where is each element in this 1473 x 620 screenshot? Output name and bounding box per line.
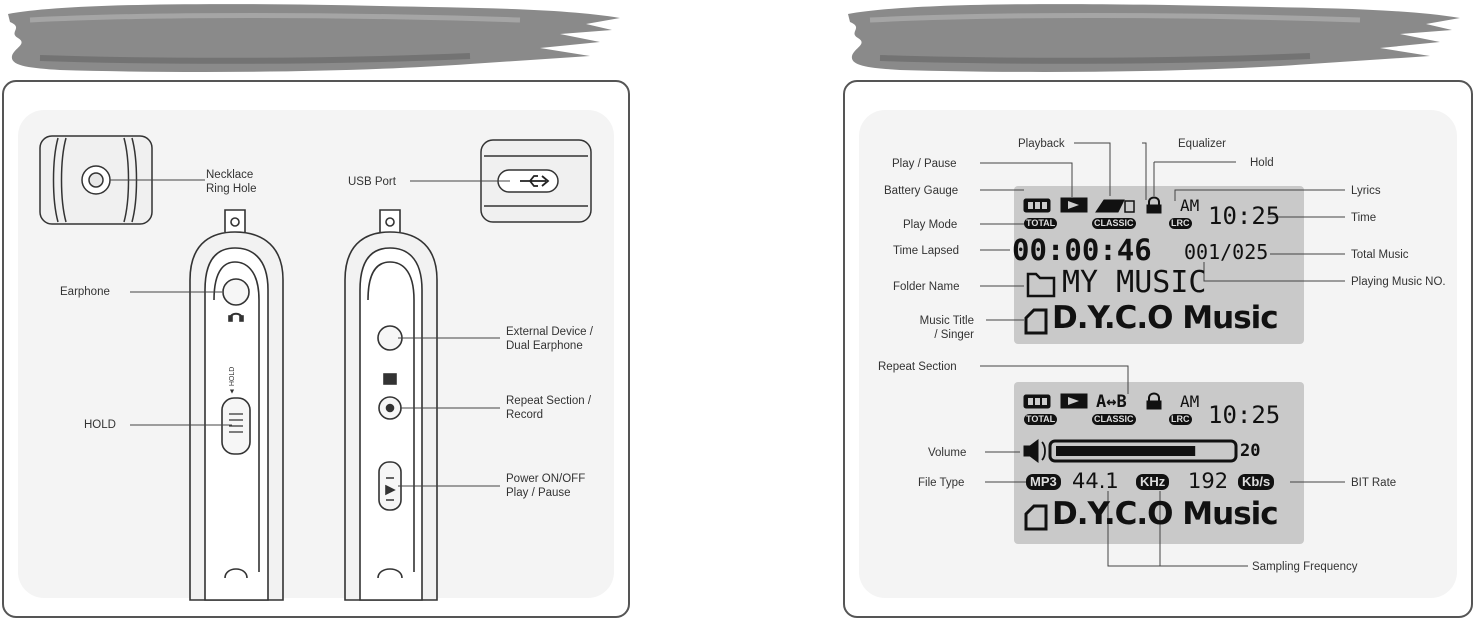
lcd1-classic-badge: CLASSIC	[1092, 218, 1136, 229]
label-folder-name: Folder Name	[893, 281, 960, 293]
header-brush-left	[8, 4, 620, 72]
label-hold-icon: Hold	[1250, 157, 1274, 169]
label-power-play: Power ON/OFF Play / Pause	[506, 473, 586, 499]
volume-bar-fill	[1056, 446, 1196, 456]
label-time: Time	[1351, 212, 1377, 224]
device-side-left	[189, 209, 284, 601]
label-external-device: External Device / Dual Earphone	[506, 326, 593, 352]
device-side-right	[344, 209, 438, 601]
label-music-title: Music Title / Singer	[919, 315, 974, 341]
label-playing-music-no: Playing Music NO.	[1351, 276, 1446, 288]
lcd-leader-lines	[980, 142, 1345, 567]
lcd2-clock: 10:25	[1208, 401, 1281, 429]
hold-vertical-mark: ◄ HOLD	[229, 367, 236, 395]
lock-icon	[1148, 196, 1160, 205]
label-equalizer: Equalizer	[1178, 138, 1226, 150]
lcd2-kbs-badge: Kb/s	[1238, 474, 1275, 490]
lcd1-folder: MY MUSIC	[1062, 265, 1207, 300]
label-repeat-record: Repeat Section / Record	[506, 395, 592, 421]
lcd1-track: 001/025	[1184, 240, 1269, 264]
lcd2-classic-badge: CLASSIC	[1092, 414, 1136, 425]
label-battery-gauge: Battery Gauge	[884, 185, 959, 197]
label-time-lapsed: Time Lapsed	[893, 245, 960, 257]
speaker-icon	[1023, 439, 1039, 463]
folder-icon	[1026, 272, 1056, 298]
lcd2-khz-badge: KHz	[1136, 474, 1170, 490]
necklace-end-view	[39, 135, 153, 225]
label-total-music: Total Music	[1351, 249, 1409, 261]
label-play-mode: Play Mode	[903, 219, 958, 231]
device-leader-lines	[110, 179, 510, 487]
label-necklace-ring-hole: Necklace Ring Hole	[206, 169, 257, 195]
lcd1-am: AM	[1180, 196, 1200, 215]
label-bit-rate: BIT Rate	[1351, 477, 1397, 489]
lcd2-ab-repeat: A↔B	[1096, 392, 1127, 412]
file-icon	[1024, 308, 1048, 335]
lcd1-clock: 10:25	[1208, 202, 1281, 230]
label-usb-port: USB Port	[348, 176, 396, 188]
header-brush-right	[848, 4, 1460, 72]
lcd2-lrc-badge: LRC	[1169, 414, 1192, 425]
lcd2-am: AM	[1180, 392, 1200, 411]
label-repeat-section: Repeat Section	[878, 361, 957, 373]
label-sampling-frequency: Sampling Frequency	[1252, 561, 1358, 573]
label-lyrics: Lyrics	[1351, 185, 1381, 197]
volume-bar-frame	[1048, 439, 1238, 463]
label-playback: Playback	[1018, 138, 1065, 150]
lcd1-title: D.Y.C.O Music	[1052, 300, 1279, 336]
label-file-type: File Type	[918, 477, 965, 489]
lcd1-total-badge: TOTAL	[1024, 218, 1058, 229]
lcd2-volume-value: 20	[1240, 441, 1261, 461]
lcd2-freq: 44.1	[1072, 469, 1119, 493]
lcd2-filetype-badge: MP3	[1026, 474, 1061, 490]
lcd1-elapsed: 00:00:46	[1012, 233, 1152, 267]
lcd2-total-badge: TOTAL	[1024, 414, 1058, 425]
repeat-icon	[1095, 199, 1125, 213]
label-hold: HOLD	[84, 419, 116, 431]
label-volume: Volume	[928, 447, 967, 459]
usb-end-view	[480, 139, 592, 223]
lcd2-title: D.Y.C.O Music	[1052, 496, 1279, 532]
lcd1-lrc-badge: LRC	[1169, 218, 1192, 229]
label-play-pause: Play / Pause	[892, 158, 957, 170]
label-earphone: Earphone	[60, 286, 110, 298]
lcd2-bitrate: 192	[1188, 469, 1229, 493]
